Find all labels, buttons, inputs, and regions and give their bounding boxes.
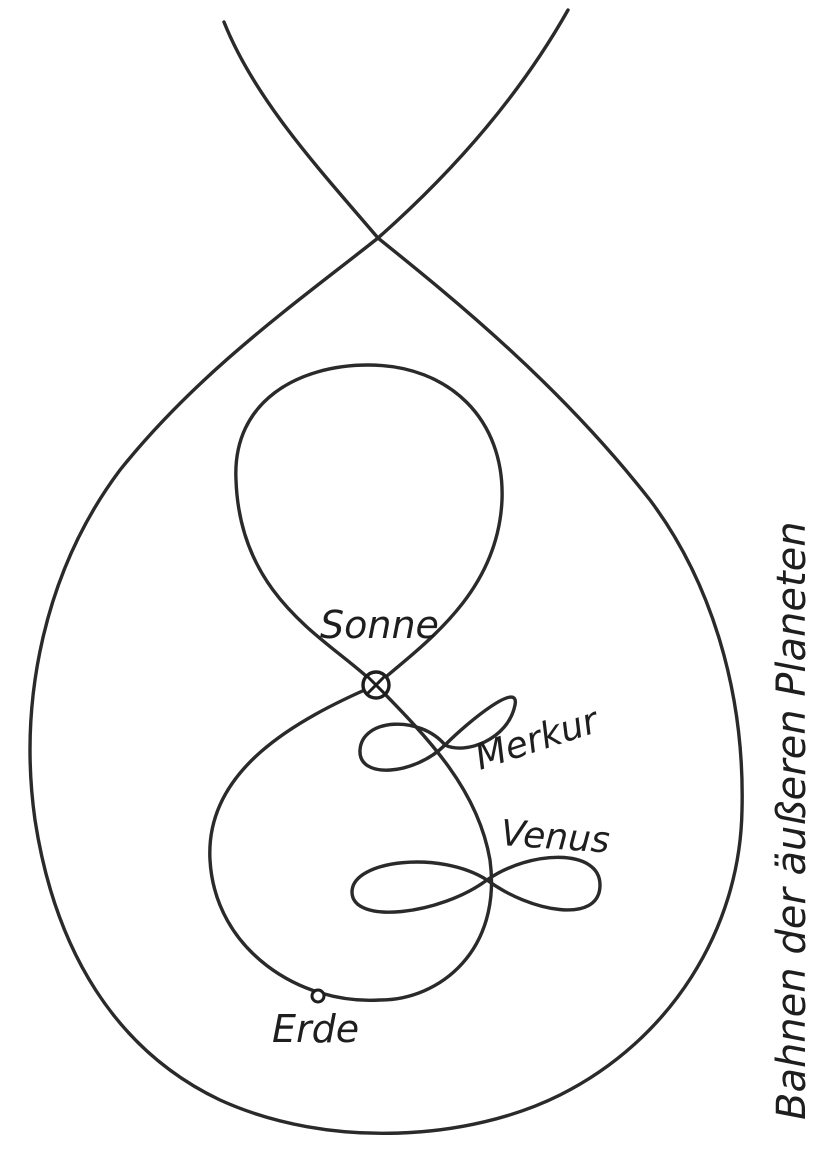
outer-planets-path bbox=[30, 10, 742, 1133]
earth-path bbox=[210, 685, 492, 1000]
venus-path bbox=[352, 857, 600, 912]
sun-symbol-icon bbox=[363, 672, 389, 698]
outer-planets-label: Bahnen der äußeren Planeten bbox=[769, 521, 815, 1120]
venus-label: Venus bbox=[499, 813, 611, 862]
sun-label: Sonne bbox=[320, 603, 439, 647]
earth-label: Erde bbox=[272, 1007, 359, 1051]
mercury-label: Merkur bbox=[470, 700, 605, 779]
earth-marker bbox=[312, 990, 324, 1002]
